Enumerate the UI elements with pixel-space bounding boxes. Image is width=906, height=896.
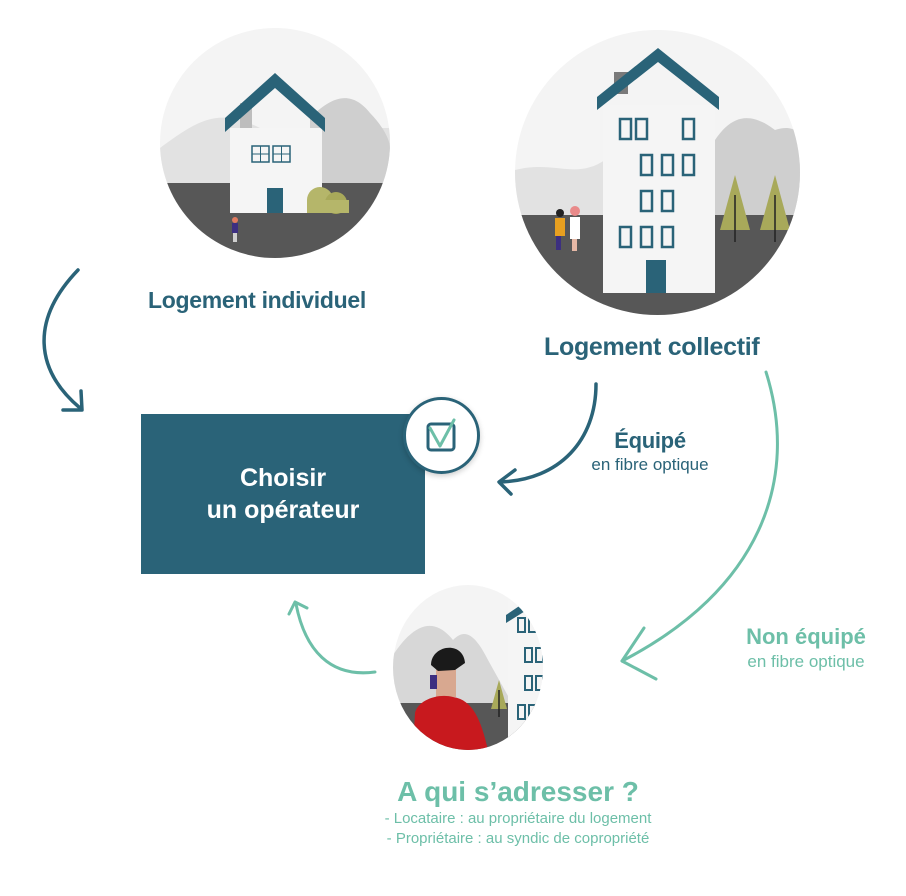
- choose-operator-line2: un opérateur: [206, 496, 360, 524]
- not-equipped-subtitle: en fibre optique: [747, 652, 865, 671]
- equipped-subtitle: en fibre optique: [591, 455, 709, 474]
- apartment-building-illustration: [515, 30, 800, 315]
- not-equipped-title: Non équipé: [746, 624, 866, 649]
- person-on-phone-illustration: [393, 585, 543, 750]
- checkbox-checked-icon: [426, 418, 456, 452]
- arrow-not-equipped: [620, 370, 779, 681]
- house-illustration: [160, 28, 390, 258]
- label-logement-collectif: Logement collectif: [544, 333, 760, 361]
- equipped-title: Équipé: [614, 428, 686, 453]
- arrow-equipped: [497, 382, 598, 496]
- choose-operator-box: Choisir un opérateur: [141, 414, 425, 574]
- speech-bubble: [403, 397, 480, 474]
- contact-info: A qui s’adresser ? - Locataire : au prop…: [318, 775, 718, 849]
- arrow-individual-to-choose: [42, 268, 84, 412]
- edge-label-equipped: Équipé en fibre optique: [560, 428, 740, 476]
- label-logement-individuel: Logement individuel: [148, 287, 366, 313]
- contact-line-owner: - Propriétaire : au syndic de copropriét…: [386, 830, 650, 847]
- contact-line-tenant: - Locataire : au propriétaire du logemen…: [384, 810, 652, 827]
- choose-operator-line1: Choisir: [239, 464, 327, 492]
- contact-title: A qui s’adresser ?: [397, 776, 639, 807]
- edge-label-not-equipped: Non équipé en fibre optique: [716, 623, 896, 673]
- arrow-contact-to-choose: [287, 600, 377, 675]
